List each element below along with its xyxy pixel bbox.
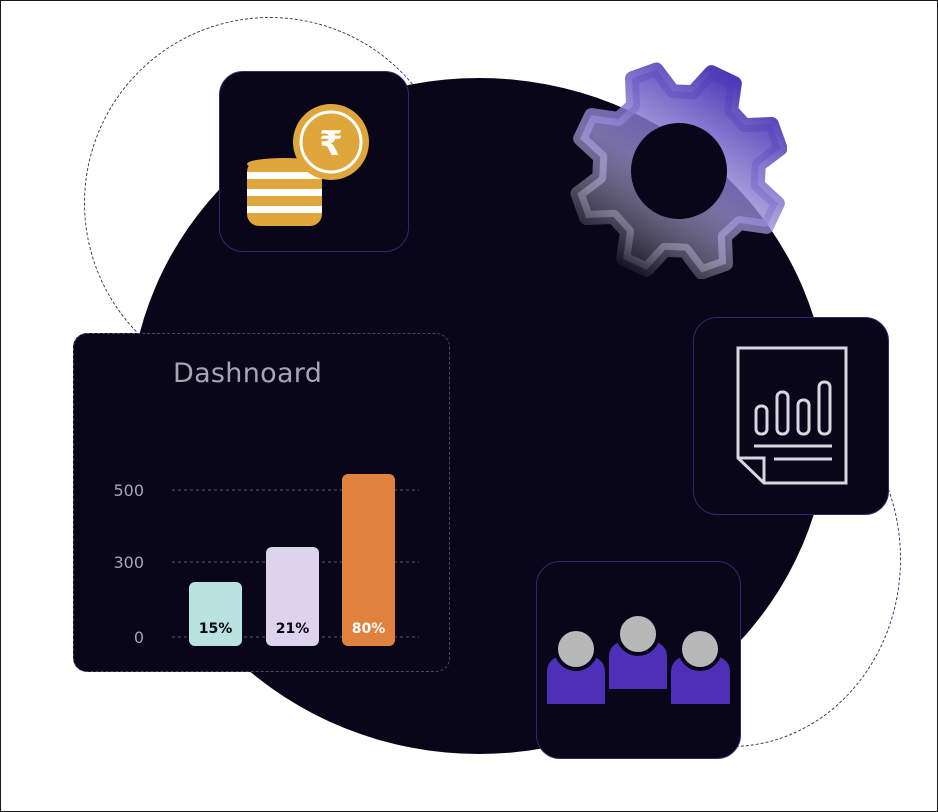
rupee-coin (293, 104, 369, 180)
report-card (693, 317, 889, 515)
y-tick-label: 500 (113, 481, 144, 500)
y-tick-label: 300 (113, 553, 144, 572)
person-icon (671, 627, 730, 704)
bar-value-label: 21% (276, 621, 310, 637)
bar-value-label: 15% (199, 621, 233, 637)
person-icon (547, 627, 605, 704)
chart-bar (266, 547, 319, 646)
y-tick-label: 0 (134, 628, 144, 647)
bar-value-label: 80% (352, 621, 386, 637)
person-icon (609, 612, 667, 689)
chart-bar (189, 582, 242, 646)
dashboard-title: Dashnoard (173, 358, 323, 389)
report-chart-icon (736, 346, 848, 485)
team-card (536, 561, 741, 759)
rupee-coins-icon: ₹ (247, 104, 369, 226)
rupee-symbol: ₹ (319, 124, 343, 164)
dashboard-card: Dashnoard 500 300 0 15% 21% 80% (73, 333, 450, 672)
team-icon (547, 612, 730, 704)
gear-icon (570, 62, 787, 279)
dashboard-bar-chart: 500 300 0 15% 21% 80% (113, 474, 419, 647)
chart-bar (342, 474, 395, 646)
coins-card: ₹ (219, 71, 409, 252)
